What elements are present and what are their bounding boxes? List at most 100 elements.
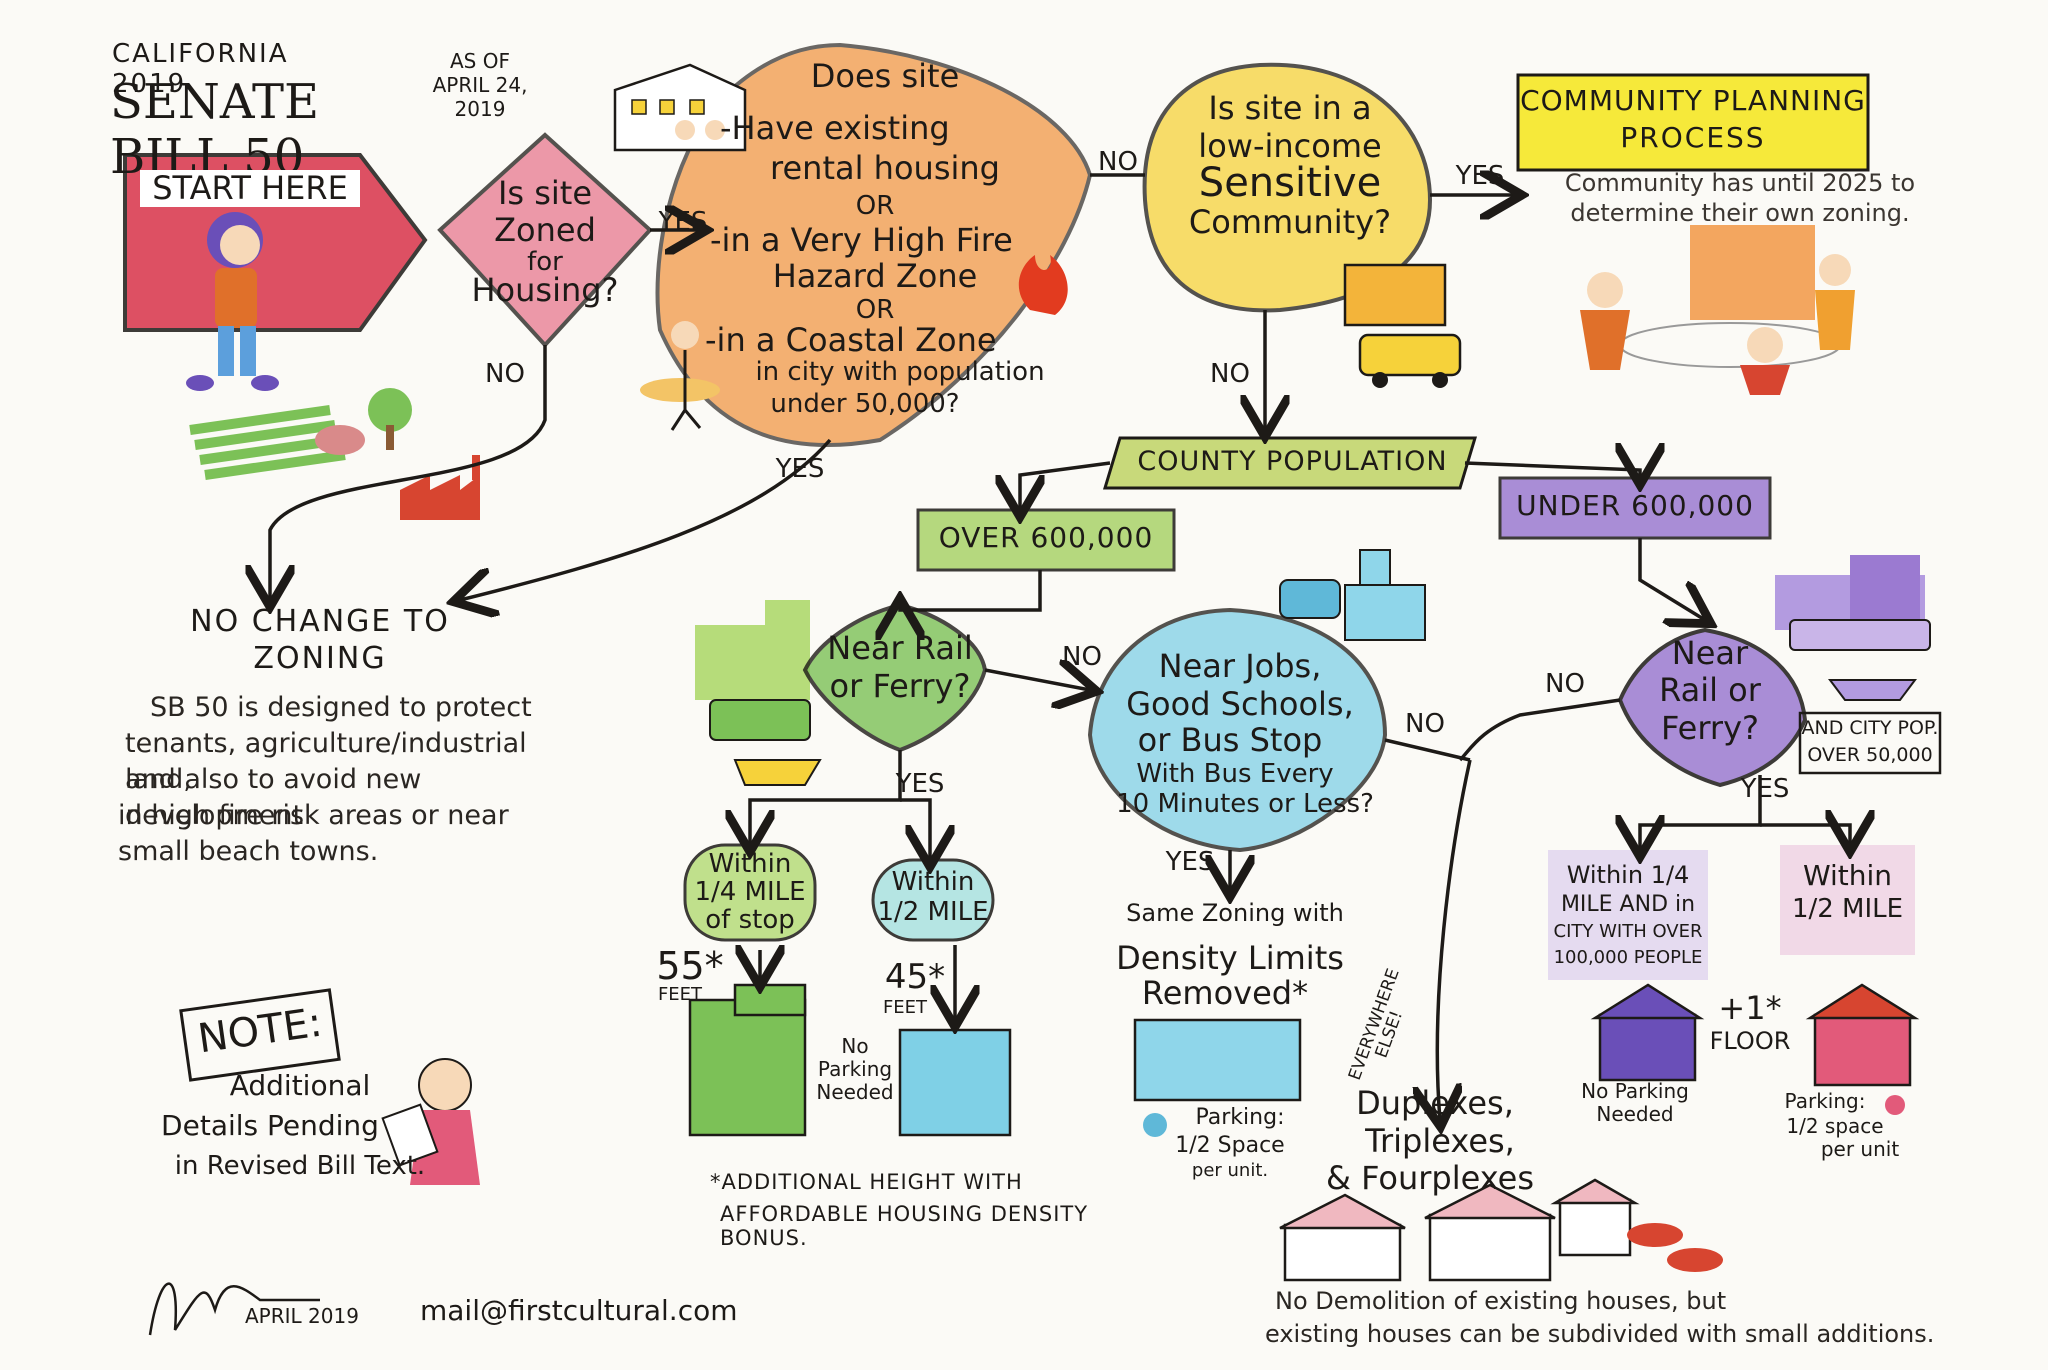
city-pop-line2: OVER 50,000 xyxy=(1807,744,1933,766)
under-quarter-line1: Within 1/4 xyxy=(1566,861,1690,889)
under-quarter-shape xyxy=(1548,850,1708,980)
surfer-icon xyxy=(640,321,720,431)
plus-floor-line2: FLOOR xyxy=(1709,1027,1791,1055)
site-check-line3: rental housing xyxy=(770,149,1000,187)
quarter-mile-line2: 1/4 MILE xyxy=(694,877,806,907)
plexes-line2: Triplexes, xyxy=(1365,1122,1515,1160)
near-rail-over-decision-shape xyxy=(802,602,988,753)
half-mile-line1: Within xyxy=(891,867,975,897)
edge-no-rail-under: NO xyxy=(1545,669,1585,699)
trailer-icon xyxy=(1343,263,1462,388)
site-check-line4: OR xyxy=(855,191,895,221)
near-rail-under-line2: Rail or xyxy=(1659,671,1761,709)
header-kicker: CALIFORNIA 2019 xyxy=(112,39,289,99)
site-check-line2: -Have existing xyxy=(720,109,950,147)
zoned-line2: Zoned xyxy=(494,211,596,249)
farmland-icon xyxy=(189,388,412,480)
near-jobs-decision-shape xyxy=(1087,607,1388,853)
half-mile-line2: 1/2 MILE xyxy=(877,897,989,927)
edge-yes-sensitive: YES xyxy=(1455,161,1505,191)
no-change-title1: NO CHANGE TO xyxy=(190,604,450,639)
parking-half-under-line3: per unit xyxy=(1820,1137,1900,1161)
edge-no-site: NO xyxy=(1098,147,1138,177)
parking-half-under-line2: 1/2 space xyxy=(1786,1114,1884,1138)
community-planning-box xyxy=(1516,73,1870,172)
note-line1: Additional xyxy=(229,1069,371,1102)
as-of-line2: APRIL 24, xyxy=(432,73,528,97)
building-45ft-icon xyxy=(898,1028,1012,1137)
near-jobs-line4: With Bus Every xyxy=(1136,759,1334,789)
edge-no-zoned: NO xyxy=(485,359,525,389)
plex-houses-icon xyxy=(1279,1178,1723,1282)
under-quarter-line4: 100,000 PEOPLE xyxy=(1553,947,1703,968)
same-zoning-parking1: Parking: xyxy=(1195,1105,1285,1130)
edge-no-rail-over: NO xyxy=(1062,642,1102,672)
no-parking-under-line1: No Parking xyxy=(1581,1079,1689,1103)
city-purple-icon xyxy=(1775,555,1931,701)
edge-yes-site: YES xyxy=(775,454,825,484)
reading-person-icon xyxy=(381,1058,480,1185)
near-jobs-line1: Near Jobs, xyxy=(1158,647,1322,685)
height-55-unit: FEET xyxy=(657,984,703,1005)
quarter-mile-line3: of stop xyxy=(705,905,795,935)
near-rail-under-line3: Ferry? xyxy=(1660,709,1759,747)
plexes-line1: Duplexes, xyxy=(1356,1084,1514,1122)
no-change-title2: ZONING xyxy=(253,641,387,676)
same-zoning-line2: Density Limits xyxy=(1116,939,1344,977)
sensitive-line4: Community? xyxy=(1188,203,1392,241)
building-55ft-icon xyxy=(688,983,807,1137)
no-change-desc5: small beach towns. xyxy=(118,836,379,867)
artist-signature xyxy=(148,1282,320,1336)
edge-no-sensitive: NO xyxy=(1210,359,1250,389)
apartment-icon xyxy=(613,63,747,152)
plus-floor-line1: +1* xyxy=(1718,989,1782,1027)
city-pop-box xyxy=(1798,711,1942,775)
site-check-line7: OR xyxy=(855,295,895,325)
community-title1: COMMUNITY PLANNING xyxy=(1520,84,1866,117)
footer-date: APRIL 2019 xyxy=(245,1304,359,1328)
same-zoning-line3: Removed* xyxy=(1141,974,1309,1012)
community-desc2: determine their own zoning. xyxy=(1570,199,1910,227)
zoned-line1: Is site xyxy=(497,174,593,212)
footer-email[interactable]: mail@firstcultural.com xyxy=(420,1294,738,1327)
no-parking-under-line2: Needed xyxy=(1596,1102,1674,1126)
sensitive-line2: low-income xyxy=(1198,127,1382,165)
sensitive-community-decision-shape xyxy=(1142,62,1433,313)
no-parking-over-line1: No xyxy=(841,1034,869,1058)
under-quarter-line3: CITY WITH OVER xyxy=(1553,921,1703,942)
height-45-value: 45* xyxy=(884,957,946,997)
edge-yes-rail-under: YES xyxy=(1740,774,1790,804)
plexes-desc2: existing houses can be subdivided with s… xyxy=(1265,1320,1935,1348)
plexes-line3: & Fourplexes xyxy=(1325,1159,1535,1197)
near-rail-over-line1: Near Rail xyxy=(827,629,973,667)
connectors xyxy=(270,175,1850,1120)
note-line2: Details Pending xyxy=(161,1109,379,1142)
site-check-line1: Does site xyxy=(810,57,960,95)
under-half-line2: 1/2 MILE xyxy=(1791,894,1904,924)
edge-no-jobs: NO xyxy=(1405,709,1445,739)
site-check-line9: in city with population xyxy=(755,357,1045,387)
factory-icon xyxy=(400,455,480,520)
height-45-unit: FEET xyxy=(882,997,928,1018)
near-jobs-line3: or Bus Stop xyxy=(1137,721,1323,759)
sensitive-line3: Sensitive xyxy=(1198,160,1382,206)
same-zoning-parking2: 1/2 Space xyxy=(1175,1133,1285,1158)
same-zoning-parking3: per unit. xyxy=(1191,1160,1269,1181)
near-rail-under-decision-shape xyxy=(1617,627,1808,788)
under-quarter-line2: MILE AND in xyxy=(1560,892,1696,917)
under-half-shape xyxy=(1780,845,1915,955)
footnote-line2: AFFORDABLE HOUSING DENSITY BONUS. xyxy=(720,1202,1089,1251)
school-bus-icon xyxy=(1279,549,1426,641)
no-parking-over-line2: Parking xyxy=(817,1057,893,1081)
note-line3: in Revised Bill Text. xyxy=(174,1151,426,1181)
near-jobs-line2: Good Schools, xyxy=(1126,685,1354,723)
near-rail-under-line1: Near xyxy=(1671,634,1749,672)
plexes-desc1: No Demolition of existing houses, but xyxy=(1275,1287,1727,1315)
planning-meeting-icon xyxy=(1580,225,1855,395)
fire-icon xyxy=(1018,255,1068,315)
under-600k-label: UNDER 600,000 xyxy=(1516,489,1754,522)
near-rail-over-line2: or Ferry? xyxy=(829,667,971,705)
site-check-line8: -in a Coastal Zone xyxy=(705,321,997,359)
site-check-line10: under 50,000? xyxy=(770,389,960,419)
